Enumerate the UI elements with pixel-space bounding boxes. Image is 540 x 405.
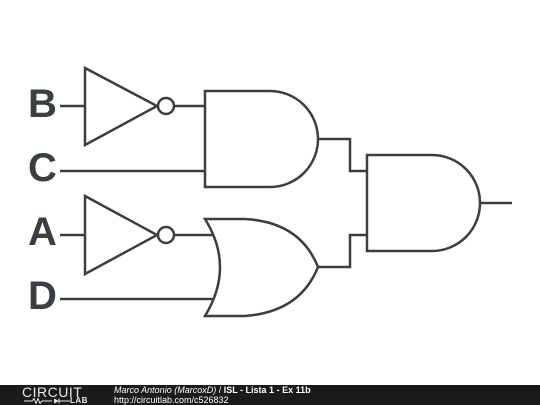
wire-or1-to-and2 [318, 233, 367, 269]
and-gate-2 [365, 153, 482, 253]
logo-wave-icon [24, 398, 70, 404]
not-gate-b-bubble [156, 96, 176, 116]
circuit-credit: Marco Antonio (MarcoxD) / ISL - Lista 1 … [114, 385, 311, 405]
logic-circuit-diagram: B C A D [28, 65, 512, 318]
credit-line-1: Marco Antonio (MarcoxD) / ISL - Lista 1 … [114, 385, 311, 395]
credit-separator: / [216, 385, 224, 395]
input-label-a: A [28, 210, 57, 254]
not-gate-b [83, 65, 176, 148]
author-name[interactable]: Marco Antonio (MarcoxD) [114, 385, 217, 395]
circuit-title[interactable]: ISL - Lista 1 - Ex 11b [223, 385, 311, 395]
not-gate-a-bubble [156, 225, 176, 245]
wire-and1-to-and2 [318, 137, 367, 173]
input-label-d: D [28, 274, 57, 318]
logo-text-lab: LAB [70, 396, 88, 405]
input-label-c: C [28, 146, 57, 190]
not-gate-a-body [83, 193, 160, 277]
schematic-canvas: B C A D [28, 65, 512, 318]
and-gate-1 [203, 89, 320, 189]
or-gate-1 [202, 217, 320, 318]
circuit-url[interactable]: http://circuitlab.com/c526832 [114, 395, 229, 405]
not-gate-a [83, 193, 176, 277]
circuitlab-logo[interactable]: CIRCUIT LAB [22, 384, 94, 405]
footer-bar: CIRCUIT LAB Marco Antonio (MarcoxD) / IS… [0, 384, 540, 405]
not-gate-b-body [83, 65, 160, 148]
logo-text-circuit: CIRCUIT [22, 384, 83, 400]
input-label-b: B [28, 82, 57, 126]
